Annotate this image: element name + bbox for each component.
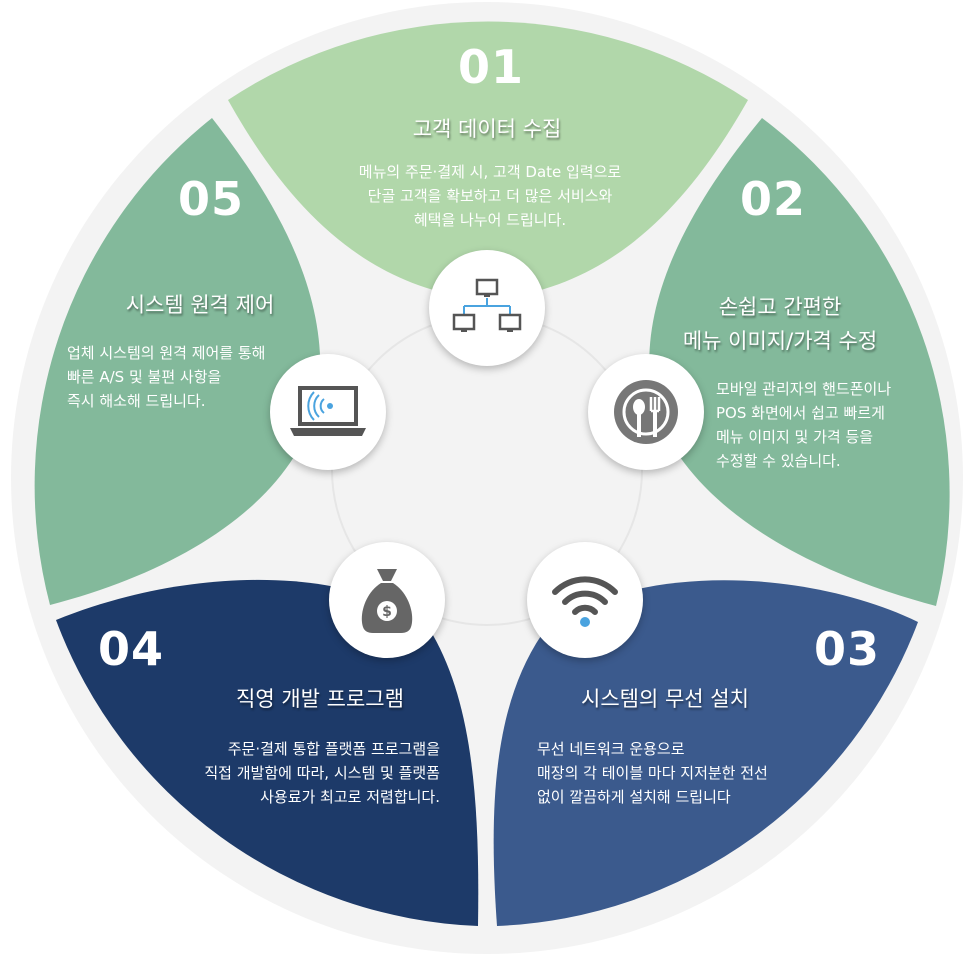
step-desc-03: 무선 네트워크 운용으로 매장의 각 테이블 마다 지저분한 전선 없이 깔끔하… [537, 737, 768, 809]
segment-04-shape [56, 579, 479, 926]
step-number-04: 04 [98, 622, 165, 676]
step-title-04: 직영 개발 프로그램 [236, 687, 404, 711]
desc-line: 단골 고객을 확보하고 더 많은 서비스와 [367, 187, 613, 205]
step-desc-05: 업체 시스템의 원격 제어를 통해 빠른 A/S 및 불편 사항을 즉시 해소해… [67, 341, 265, 413]
step-title-01: 고객 데이터 수집 [412, 117, 562, 141]
desc-line: 수정할 수 있습니다. [716, 452, 841, 470]
desc-line: 직접 개발함에 따라, 시스템 및 플랫폼 [204, 764, 440, 782]
desc-line: 모바일 관리자의 핸드폰이나 [716, 380, 892, 398]
step-number-01: 01 [458, 40, 525, 94]
money-bag-icon: $ [329, 542, 445, 658]
svg-text:$: $ [382, 604, 392, 620]
step-number-05: 05 [178, 172, 245, 226]
plate-cutlery-icon [588, 354, 704, 470]
laptop-wireless-icon [270, 354, 386, 470]
desc-line: 혜택을 나누어 드립니다. [413, 211, 567, 229]
step-title-02: 손쉽고 간편한 메뉴 이미지/가격 수정 [650, 290, 910, 358]
title-line: 손쉽고 간편한 [718, 295, 842, 319]
step-title-05: 시스템 원격 제어 [125, 293, 275, 317]
title-line: 메뉴 이미지/가격 수정 [682, 329, 878, 353]
desc-line: 매장의 각 테이블 마다 지저분한 전선 [537, 764, 768, 782]
step-number-03: 03 [814, 622, 881, 676]
desc-line: 메뉴 이미지 및 가격 등을 [716, 428, 874, 446]
desc-line: 주문·결제 통합 플랫폼 프로그램을 [227, 740, 440, 758]
desc-line: POS 화면에서 쉽고 빠르게 [716, 404, 885, 422]
step-desc-04: 주문·결제 통합 플랫폼 프로그램을 직접 개발함에 따라, 시스템 및 플랫폼… [160, 737, 440, 809]
desc-line: 무선 네트워크 운용으로 [537, 740, 685, 758]
segment-02-shape [649, 118, 950, 606]
step-desc-01: 메뉴의 주문·결제 시, 고객 Date 입력으로 단골 고객을 확보하고 더 … [330, 160, 650, 232]
desc-line: 메뉴의 주문·결제 시, 고객 Date 입력으로 [358, 163, 622, 181]
desc-line: 즉시 해소해 드립니다. [67, 392, 206, 410]
segment-03-shape [493, 580, 918, 926]
step-desc-02: 모바일 관리자의 핸드폰이나 POS 화면에서 쉽고 빠르게 메뉴 이미지 및 … [716, 377, 891, 473]
segment-05-shape [34, 118, 321, 605]
step-title-03: 시스템의 무선 설치 [581, 687, 749, 711]
desc-line: 없이 깔끔하게 설치해 드립니다 [537, 788, 731, 806]
step-number-02: 02 [740, 172, 807, 226]
desc-line: 사용료가 최고로 저렴합니다. [260, 788, 440, 806]
desc-line: 빠른 A/S 및 불편 사항을 [67, 368, 222, 386]
desc-line: 업체 시스템의 원격 제어를 통해 [67, 344, 266, 362]
segment-01-shape [228, 21, 748, 301]
wifi-icon [527, 542, 643, 658]
network-computers-icon [429, 250, 545, 366]
